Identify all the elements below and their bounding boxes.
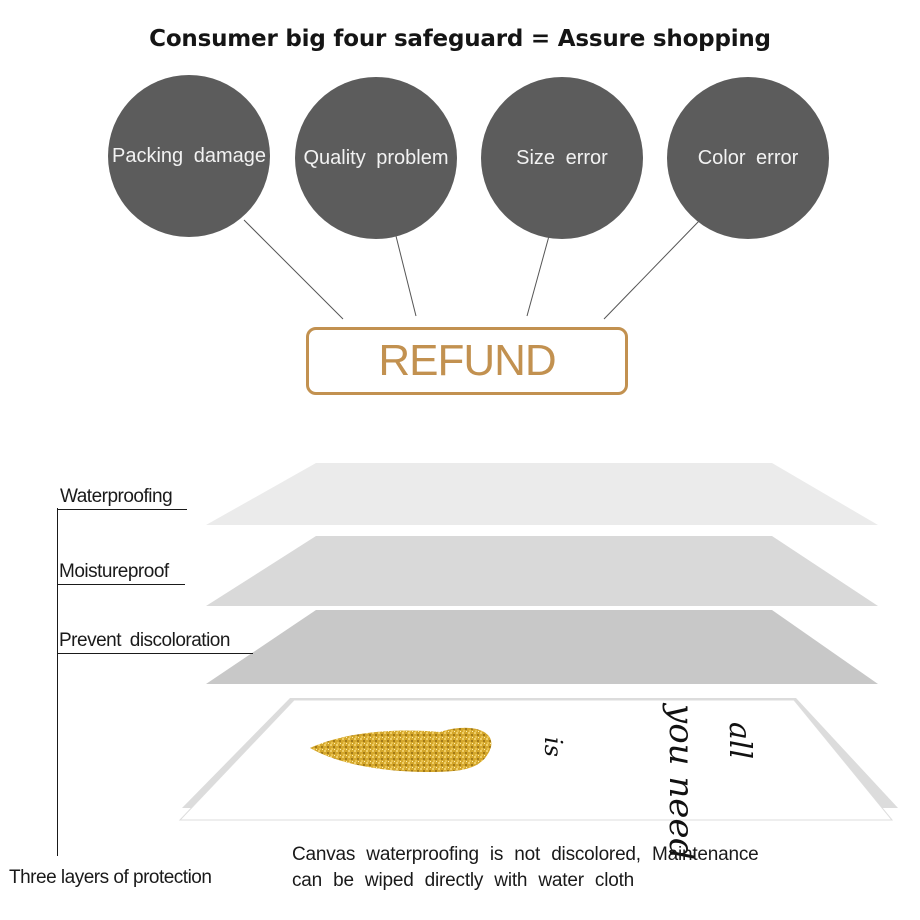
- refund-label: REFUND: [378, 336, 556, 385]
- layer-label-underline: [57, 653, 253, 654]
- note-line: can be wiped directly with water cloth: [292, 870, 635, 891]
- layer-label-underline: [57, 584, 185, 585]
- canvas-text-all: all: [722, 722, 757, 759]
- page-title: Consumer big four safeguard = Assure sho…: [149, 26, 771, 52]
- refund-box: REFUND: [306, 327, 628, 395]
- layer-label-prevent-discoloration: Prevent discoloration: [59, 630, 230, 651]
- canvas-text-is: is: [539, 737, 567, 757]
- layer-waterproofing: [206, 463, 878, 525]
- connector-line-2: [395, 235, 417, 317]
- connector-line-4: [603, 219, 701, 320]
- issue-label: Size error: [516, 146, 608, 169]
- note-line: Canvas waterproofing is not discolored, …: [292, 844, 759, 865]
- issue-circle-color-error: Color error: [667, 77, 829, 239]
- canvas-print: [178, 699, 894, 821]
- canvas-note: Canvas waterproofing is not discolored, …: [292, 842, 759, 894]
- canvas-text-you-need: you need: [661, 702, 701, 860]
- canvas-script-text: all you need is: [539, 702, 757, 860]
- connector-line-1: [243, 219, 344, 320]
- layer-label-underline: [57, 509, 187, 510]
- connector-line-3: [526, 235, 550, 317]
- heart-icon: [310, 727, 492, 772]
- issue-circle-packing-damage: Packing damage: [108, 75, 270, 237]
- issue-circle-size-error: Size error: [481, 77, 643, 239]
- layer-label-moistureproof: Moistureproof: [59, 561, 169, 582]
- issue-circle-quality-problem: Quality problem: [295, 77, 457, 239]
- protection-label: Three layers of protection: [9, 867, 212, 888]
- layer-moistureproof: [206, 536, 878, 606]
- connector-lines: [243, 219, 701, 320]
- layer-prevent-discoloration: [206, 610, 878, 684]
- issue-label: Color error: [697, 146, 799, 169]
- bracket-vertical: [57, 508, 58, 856]
- issue-label: Packing damage: [112, 144, 266, 167]
- issue-label: Quality problem: [303, 146, 449, 169]
- layer-label-waterproofing: Waterproofing: [60, 486, 173, 507]
